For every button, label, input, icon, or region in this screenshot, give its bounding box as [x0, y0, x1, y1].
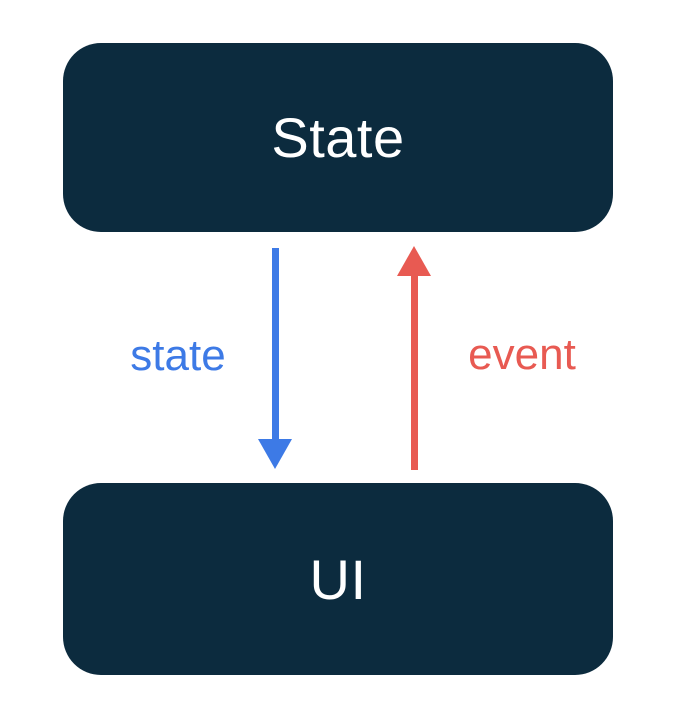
ui-node-label: UI — [309, 547, 367, 611]
ui-node: UI — [63, 483, 613, 675]
state-node-label: State — [271, 106, 405, 169]
state-edge-label: state — [130, 331, 226, 380]
event-flow-up-arrow-icon — [396, 246, 432, 470]
state-arrow-shaft — [271, 248, 279, 439]
event-arrowhead-up-icon — [397, 246, 431, 276]
state-flow-down-arrow-icon — [257, 248, 293, 469]
event-edge-label: event — [468, 330, 576, 379]
event-arrow-shaft — [410, 276, 418, 470]
state-node: State — [63, 43, 613, 232]
state-arrowhead-down-icon — [258, 439, 292, 469]
